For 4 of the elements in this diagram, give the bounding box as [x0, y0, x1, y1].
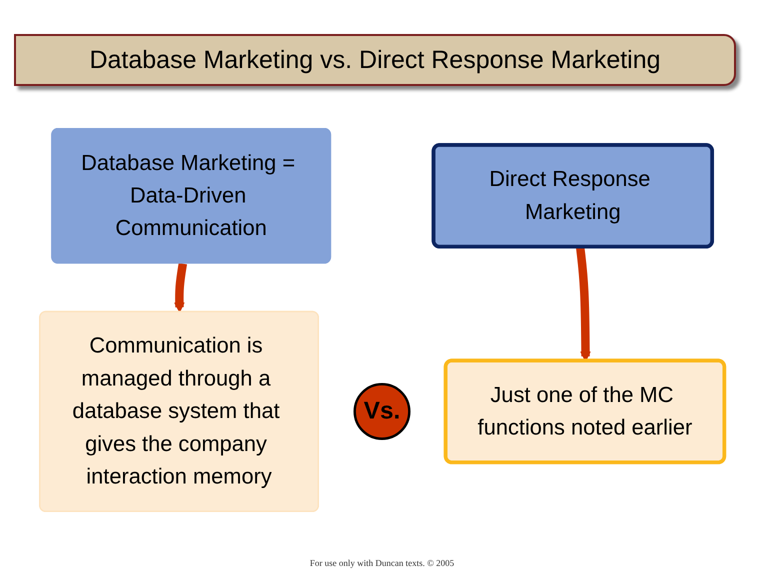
node-circle: Vs.	[354, 382, 410, 440]
arrow	[174, 263, 188, 313]
title-banner: Database Marketing vs. Direct Response Marketing	[14, 34, 736, 86]
copyright-note: For use only with Duncan texts. © 2005	[310, 558, 454, 568]
